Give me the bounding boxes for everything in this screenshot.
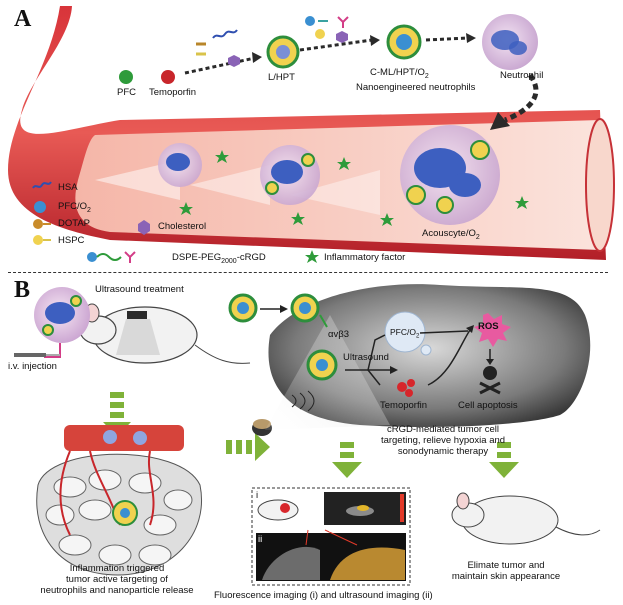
legend-dspe-peg-crgd: DSPE-PEG2000-cRGD	[172, 252, 266, 265]
dotap-icon	[33, 219, 51, 229]
pfc-o2-label: PFC/O2	[390, 327, 420, 340]
panel-b-letter: B	[14, 277, 31, 303]
pfc-sphere	[119, 70, 133, 84]
vessel-cell-1	[158, 143, 202, 187]
panel-divider	[8, 272, 608, 273]
legend-pfc-o2: PFC/O2	[58, 201, 91, 214]
legend-dotap: DOTAP	[58, 218, 91, 229]
pfc-label: PFC	[117, 87, 136, 98]
ultrasound-treatment-label: Ultrasound treatment	[95, 284, 184, 295]
cholesterol-icon	[138, 220, 150, 235]
imaging-caption: Fluorescence imaging (i) and ultrasound …	[214, 590, 433, 601]
panel-a-letter: A	[14, 6, 32, 32]
tumor-tissue	[36, 425, 202, 576]
cell-apoptosis-label: Cell apoptosis	[458, 400, 518, 411]
iv-injection-label: i.v. injection	[8, 361, 57, 372]
vessel-cell-3	[400, 125, 500, 225]
cml-label: C-ML/HPT/O2	[370, 67, 429, 80]
lhpt-label: L/HPT	[268, 72, 295, 83]
inflammatory-factor-icon	[305, 250, 319, 263]
skull-icon	[479, 366, 501, 395]
vessel-cell-2	[260, 145, 320, 205]
imaging-roman-ii: ii	[258, 534, 263, 545]
tumor-label: Tumor	[327, 524, 355, 535]
avb3-label: αvβ3	[328, 329, 349, 340]
legend-cholesterol: Cholesterol	[158, 221, 207, 232]
panel-b-illustration	[14, 284, 601, 586]
hspc-icon	[33, 235, 51, 245]
temoporfin-sphere	[161, 70, 175, 84]
temoporfin-label: Temoporfin	[149, 87, 196, 98]
acouscyte-label: Acouscyte/O2	[422, 228, 480, 241]
ultrasound-transducer	[252, 419, 272, 436]
blood-vessel-illustration	[8, 6, 615, 263]
ros-label: ROS	[478, 321, 499, 332]
hsa-icon	[32, 181, 52, 189]
pfc-o2-icon	[34, 201, 46, 213]
healthy-mouse	[451, 492, 601, 545]
temoporfin-b-label: Temoporfin	[380, 400, 427, 411]
ros-burst	[474, 313, 511, 347]
legend-inflammatory-factor: Inflammatory factor	[324, 252, 406, 263]
neutrophil-label: Neutrophil	[500, 70, 544, 81]
treated-mouse	[79, 303, 251, 364]
dspe-peg-icon	[87, 251, 136, 263]
legend-hspc: HSPC	[58, 235, 85, 246]
imaging-roman-i: i	[256, 490, 259, 501]
ultrasound-label: Ultrasound	[343, 352, 389, 363]
nanoengineered-label: Nanoengineered neutrophils	[356, 82, 476, 93]
legend-hsa: HSA	[58, 182, 78, 193]
imaging-panel	[251, 487, 411, 586]
